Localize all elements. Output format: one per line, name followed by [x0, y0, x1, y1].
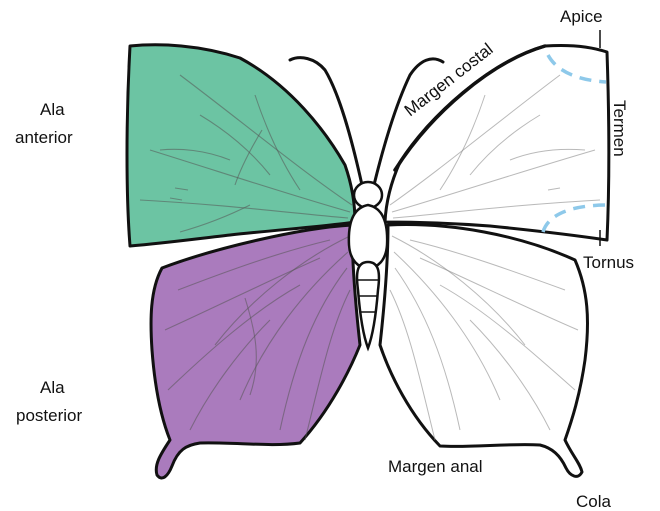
label-tail: Cola [576, 492, 612, 511]
right-hindwing-shape [380, 225, 588, 477]
label-apex: Apice [560, 7, 603, 26]
label-termen: Termen [610, 100, 629, 157]
left-hindwing [151, 225, 360, 478]
label-anal-margin: Margen anal [388, 457, 483, 476]
label-forewing-line2: anterior [15, 128, 73, 147]
label-hindwing-line2: posterior [16, 406, 82, 425]
label-hindwing-line1: Ala [40, 378, 65, 397]
right-forewing-shape [385, 45, 609, 240]
label-forewing-line1: Ala [40, 100, 65, 119]
left-forewing [127, 45, 355, 246]
thorax [349, 205, 387, 268]
right-hindwing [380, 225, 588, 477]
label-tornus: Tornus [583, 253, 634, 272]
right-forewing [385, 45, 609, 240]
left-hindwing-shape [151, 225, 360, 478]
